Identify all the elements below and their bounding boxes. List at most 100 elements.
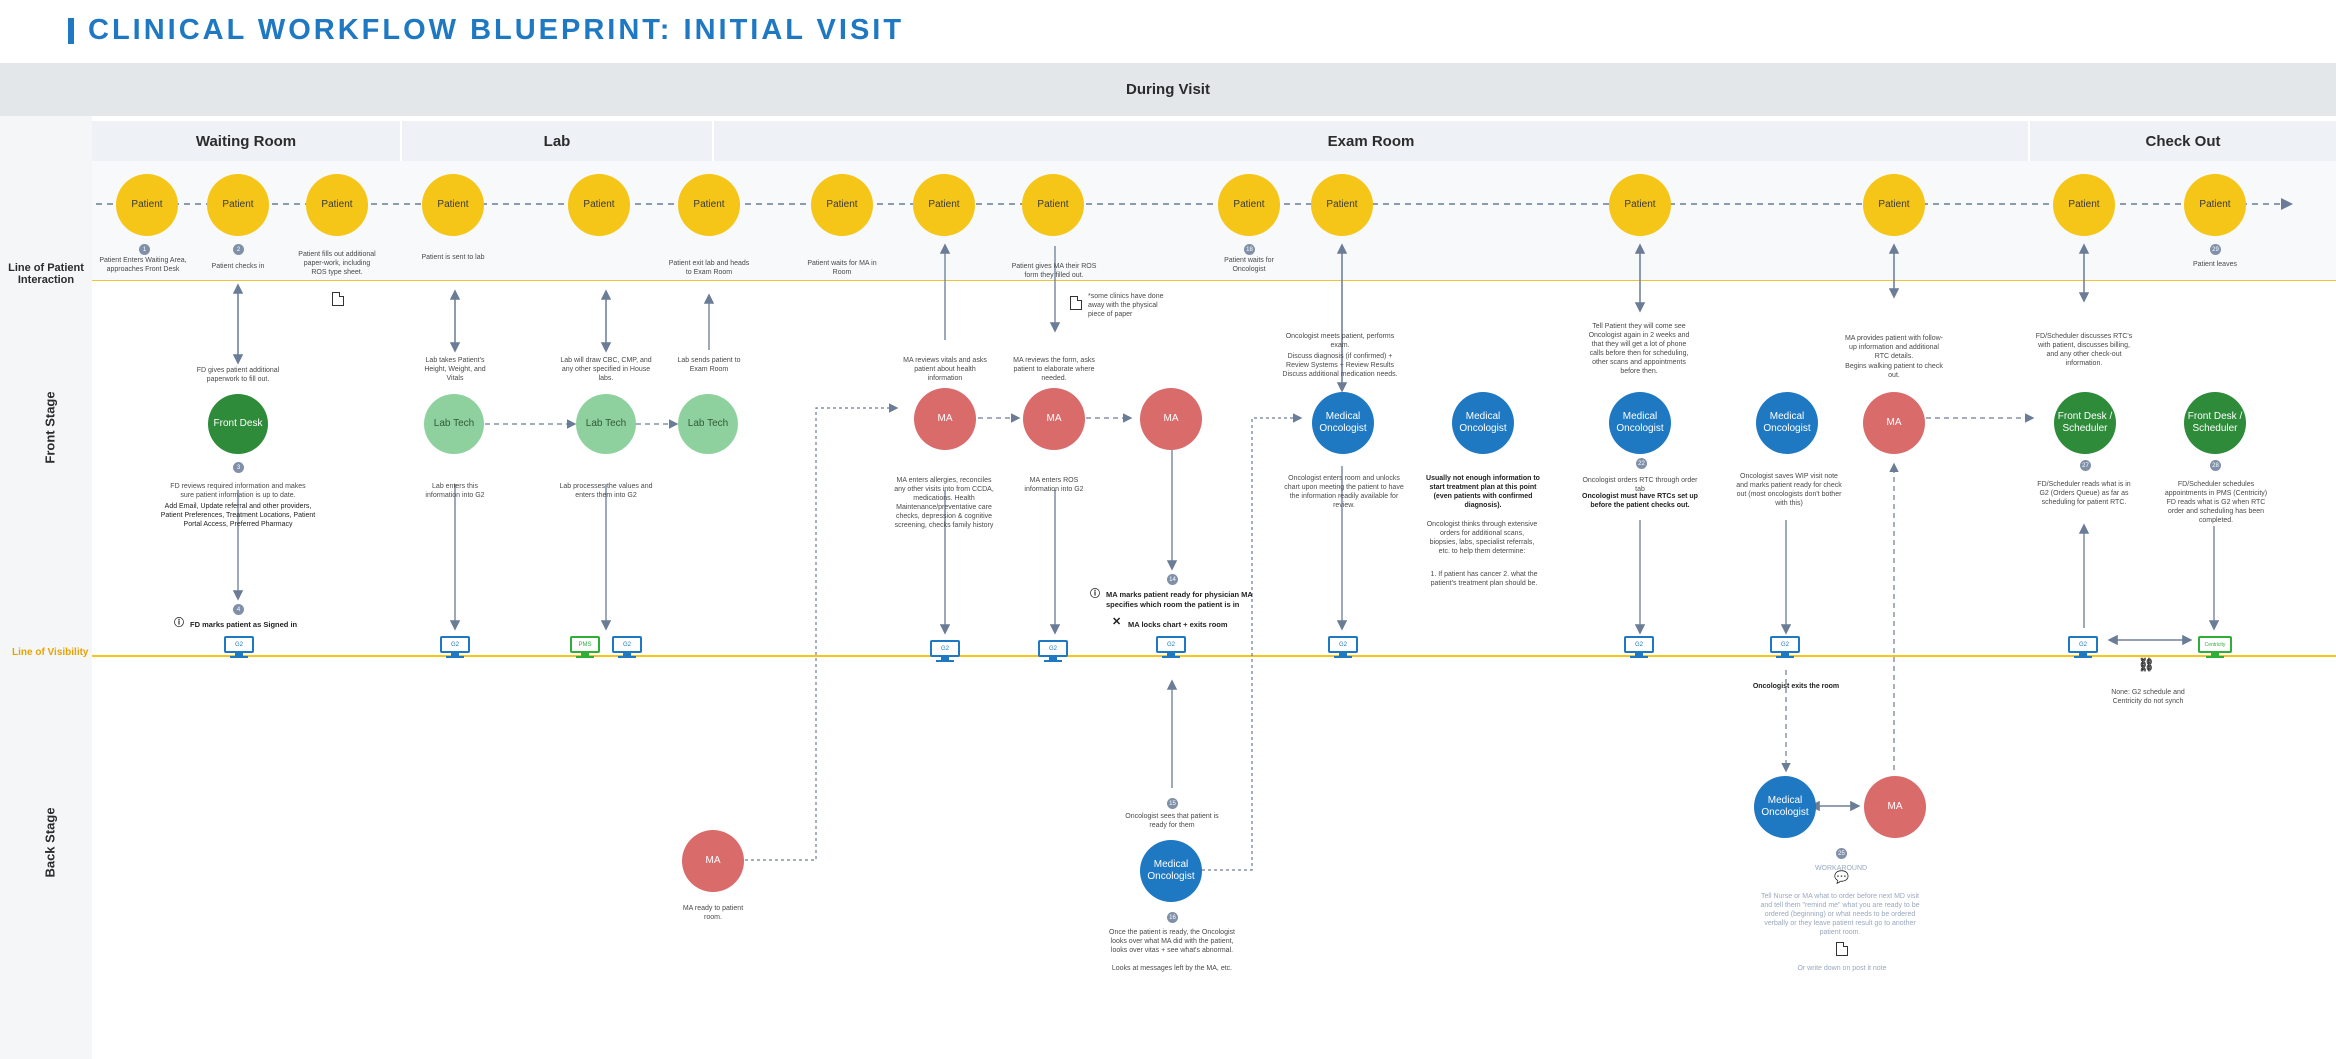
medical-oncologist-node: Medical Oncologist	[1754, 776, 1816, 838]
node-label: Lab Tech	[585, 418, 627, 429]
monitor-icon: PMS	[570, 636, 600, 658]
node-label: Medical Oncologist	[1616, 411, 1664, 434]
location-label: Lab	[543, 132, 571, 150]
patient-note: Patient exit lab and heads to Exam Room	[668, 260, 750, 276]
step-number-badge: 22	[1636, 458, 1647, 469]
monitor-icon: G2	[2068, 636, 2098, 658]
patient-note: Patient waits for Oncologist	[1224, 257, 1274, 273]
front-note: Lab sends patient to Exam Room	[677, 357, 741, 373]
front-note: Lab enters this information into G2	[425, 483, 485, 499]
lab-tech-node: Lab Tech	[576, 394, 636, 454]
location-check-out: Check Out	[2030, 121, 2336, 161]
back-note: Tell Nurse or MA what to order before ne…	[1760, 893, 1920, 936]
location-label: Check Out	[2145, 132, 2221, 150]
info-icon: ⓘ	[1090, 589, 1100, 600]
patient-note: Patient leaves	[2193, 261, 2237, 268]
node-label: Patient	[693, 199, 725, 210]
node-label: Medical Oncologist	[1459, 411, 1507, 434]
node-label: Patient	[1233, 199, 1265, 210]
close-icon: ✕	[1112, 616, 1122, 628]
node-label: MA	[705, 855, 721, 866]
node-label: Patient	[1326, 199, 1358, 210]
patient-node: Patient	[678, 174, 740, 236]
system-label: G2	[612, 636, 642, 653]
patient-node: Patient	[1022, 174, 1084, 236]
system-label: G2	[930, 640, 960, 657]
info-icon: ⓘ	[174, 618, 184, 629]
location-label: Waiting Room	[195, 132, 297, 150]
node-label: Front Desk / Scheduler	[2057, 411, 2113, 434]
node-label: Lab Tech	[687, 418, 729, 429]
system-label: G2	[2068, 636, 2098, 653]
front-note: Begins walking patient to check out.	[1845, 363, 1943, 379]
node-label: Patient	[826, 199, 858, 210]
monitor-icon: G2	[1156, 636, 1186, 658]
patient-note: Patient is sent to lab	[421, 254, 485, 261]
front-desk-node: Front Desk	[208, 394, 268, 454]
step-number-badge: 28	[2210, 460, 2221, 471]
node-label: MA	[1163, 413, 1179, 424]
monitor-icon: G2	[1770, 636, 1800, 658]
ma-node: MA	[1023, 388, 1085, 450]
patient-note: Patient checks in	[211, 263, 265, 270]
node-label: Medical Oncologist	[1147, 859, 1195, 882]
node-label: Patient	[1037, 199, 1069, 210]
node-label: MA	[1886, 417, 1902, 428]
front-note: FD/Scheduler reads what is in G2 (Orders…	[2037, 481, 2131, 506]
node-label: Patient	[321, 199, 353, 210]
patient-node: Patient	[116, 174, 178, 236]
front-note: Lab will draw CBC, CMP, and any other sp…	[560, 357, 652, 382]
system-label: Centricity	[2198, 636, 2232, 653]
node-label: Patient	[2068, 199, 2100, 210]
phase-label: During Visit	[1126, 81, 1210, 98]
monitor-icon: G2	[612, 636, 642, 658]
system-label: G2	[224, 636, 254, 653]
back-note: Or write down on post it note	[1797, 965, 1887, 972]
step-number-badge: 27	[2080, 460, 2091, 471]
ma-node: MA	[1863, 392, 1925, 454]
front-note: Tell Patient they will come see Oncologi…	[1588, 323, 1690, 375]
document-icon	[1070, 296, 1082, 310]
line-of-visibility	[92, 655, 2336, 657]
patient-node: Patient	[1863, 174, 1925, 236]
front-note: Oncologist orders RTC through order tab	[1582, 477, 1698, 493]
patient-node: Patient	[306, 174, 368, 236]
front-note: Oncologist thinks through extensive orde…	[1426, 521, 1538, 555]
step-number-badge: 29	[2210, 244, 2221, 255]
patient-node: Patient	[2184, 174, 2246, 236]
front-note: FD reviews required information and make…	[170, 483, 306, 499]
node-label: Patient	[131, 199, 163, 210]
patient-node: Patient	[1311, 174, 1373, 236]
node-label: Patient	[1878, 199, 1910, 210]
node-label: Patient	[222, 199, 254, 210]
page-title: CLINICAL WORKFLOW BLUEPRINT: INITIAL VIS…	[88, 14, 905, 46]
ma-node: MA	[1140, 388, 1202, 450]
medical-oncologist-node: Medical Oncologist	[1609, 392, 1671, 454]
step-number-badge: 2	[233, 244, 244, 255]
system-label: G2	[1770, 636, 1800, 653]
patient-note: Patient fills out additional paper-work,…	[298, 251, 376, 276]
patient-node: Patient	[568, 174, 630, 236]
patient-node: Patient	[1609, 174, 1671, 236]
system-label: G2	[1156, 636, 1186, 653]
step-number-badge: 15	[1167, 798, 1178, 809]
lab-tech-node: Lab Tech	[424, 394, 484, 454]
front-desk-scheduler-node: Front Desk / Scheduler	[2054, 392, 2116, 454]
front-note: Lab processes the values and enters them…	[559, 483, 653, 499]
front-note: Discuss diagnosis (if confirmed) + Revie…	[1282, 353, 1398, 378]
node-label: MA	[1046, 413, 1062, 424]
step-number-badge: 1	[139, 244, 150, 255]
monitor-icon: G2	[1328, 636, 1358, 658]
step-number-badge: 25	[1836, 848, 1847, 859]
medical-oncologist-node: Medical Oncologist	[1312, 392, 1374, 454]
node-label: Medical Oncologist	[1761, 795, 1809, 818]
visibility-note: None: G2 schedule and Centricity do not …	[2111, 689, 2185, 705]
title-accent-bar	[68, 18, 74, 44]
front-note: MA enters allergies, reconciles any othe…	[894, 477, 994, 529]
speech-bubble-icon: 💬	[1834, 870, 1849, 884]
node-label: MA	[937, 413, 953, 424]
front-note: Oncologist enters room and unlocks chart…	[1284, 475, 1404, 509]
system-label: G2	[1328, 636, 1358, 653]
front-note: *some clinics have done away with the ph…	[1088, 293, 1164, 318]
node-label: Patient	[2199, 199, 2231, 210]
